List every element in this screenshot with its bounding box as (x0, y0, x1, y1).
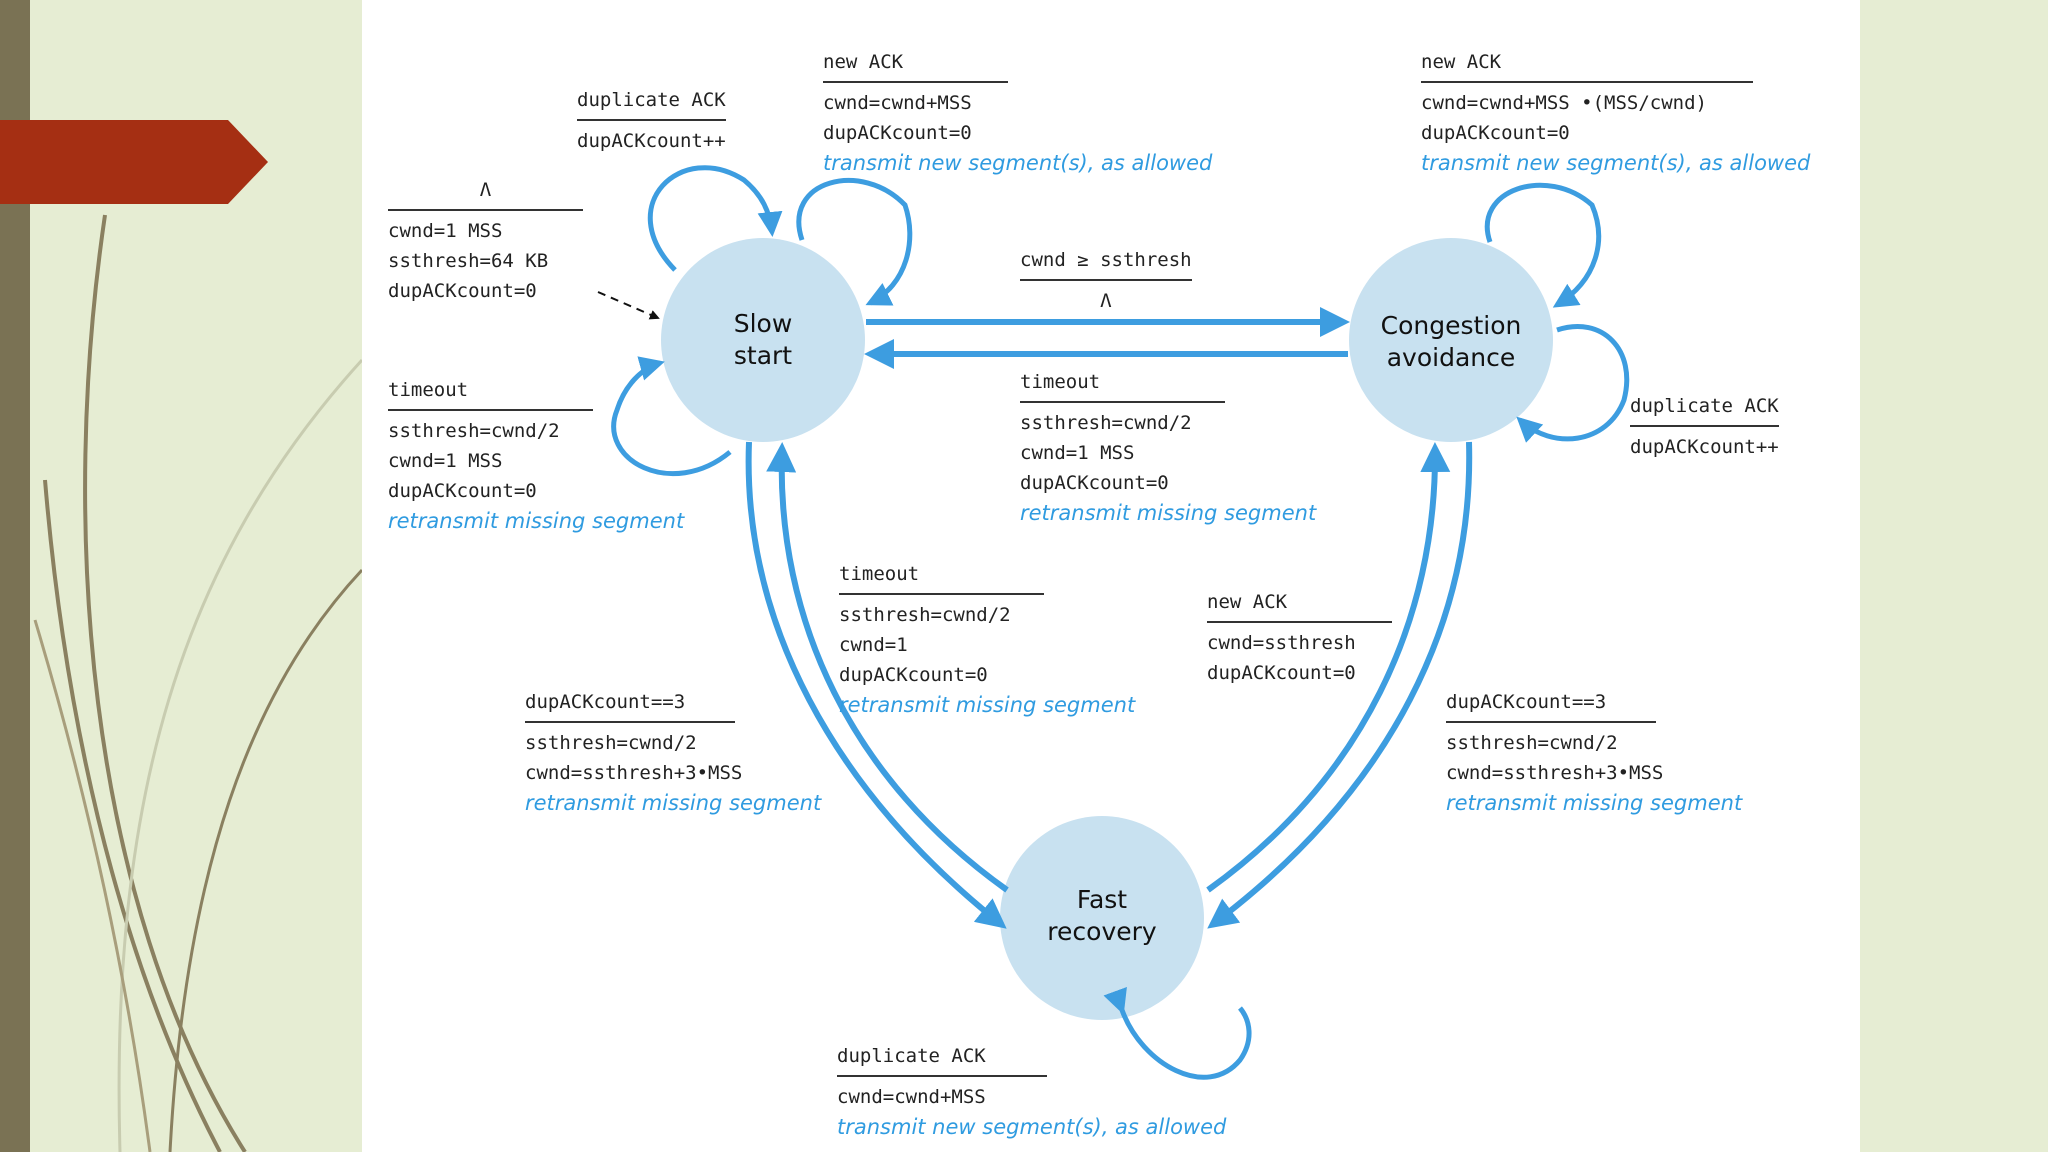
action-text: dupACKcount=0 (1207, 662, 1356, 684)
trigger-text: duplicate ACK (577, 88, 726, 121)
state-fast-recovery (1000, 816, 1204, 1020)
state-label-fast-recovery: Fast recovery (1002, 884, 1202, 948)
label-ca-to-ss: timeout ssthresh=cwnd/2 cwnd=1 MSS dupAC… (1020, 370, 1316, 528)
trigger-text: dupACKcount==3 (1446, 690, 1656, 723)
trigger-text: cwnd ≥ ssthresh (1020, 248, 1192, 281)
label-fr-to-ss: timeout ssthresh=cwnd/2 cwnd=1 dupACKcou… (839, 562, 1135, 720)
note-text: transmit new segment(s), as allowed (837, 1115, 1227, 1139)
state-label-line: start (733, 341, 793, 370)
action-text: cwnd=1 MSS (388, 220, 503, 242)
trigger-text: duplicate ACK (837, 1044, 1047, 1077)
trigger-text: timeout (388, 378, 593, 411)
arrow-fr-to-ca (1206, 442, 1451, 893)
label-fr-to-ca: new ACK cwnd=ssthresh dupACKcount=0 (1207, 590, 1392, 688)
state-label-line: Fast (1076, 885, 1128, 914)
action-text: cwnd=cwnd+MSS •(MSS/cwnd) (1421, 92, 1707, 114)
slide-arrow-tab (0, 120, 268, 204)
label-ss-to-fr: dupACKcount==3 ssthresh=cwnd/2 cwnd=ssth… (525, 690, 821, 818)
loop-ca-duplicate-ack (1516, 324, 1630, 443)
note-text: transmit new segment(s), as allowed (1421, 151, 1811, 175)
arrow-ss-to-fr (745, 441, 1007, 929)
trigger-text: timeout (1020, 370, 1225, 403)
note-text: retransmit missing segment (1446, 791, 1743, 815)
loop-ss-timeout (611, 356, 732, 477)
action-text: ssthresh=64 KB (388, 250, 549, 272)
action-text: cwnd=cwnd+MSS (823, 92, 972, 114)
decor-curve (83, 214, 247, 1152)
action-text: dupACKcount=0 (839, 664, 988, 686)
state-congestion-avoidance (1349, 238, 1553, 442)
decor-curve (168, 568, 364, 1152)
action-text: ssthresh=cwnd/2 (1020, 412, 1192, 434)
label-initial: Λ cwnd=1 MSS ssthresh=64 KB dupACKcount=… (388, 178, 583, 306)
note-text: retransmit missing segment (839, 693, 1136, 717)
decor-curve (43, 479, 222, 1152)
label-ss-timeout: timeout ssthresh=cwnd/2 cwnd=1 MSS dupAC… (388, 378, 684, 536)
label-ca-new-ack: new ACK cwnd=cwnd+MSS •(MSS/cwnd) dupACK… (1421, 50, 1810, 178)
state-label-line: recovery (1047, 917, 1157, 946)
action-text: cwnd=ssthresh (1207, 632, 1356, 654)
trigger-text: new ACK (1207, 590, 1392, 623)
state-label-line: Slow (733, 309, 793, 338)
state-label-line: Congestion (1380, 311, 1522, 340)
decor-curve (117, 358, 364, 1152)
loop-ca-new-ack (1485, 182, 1601, 308)
state-slow-start (661, 238, 865, 442)
label-ca-to-fr: dupACKcount==3 ssthresh=cwnd/2 cwnd=ssth… (1446, 690, 1742, 818)
action-text: cwnd=ssthresh+3•MSS (525, 762, 743, 784)
action-text: ssthresh=cwnd/2 (525, 732, 697, 754)
loop-ss-new-ack (796, 178, 913, 306)
arrow-ca-to-fr (1207, 441, 1473, 929)
label-ca-duplicate-ack: duplicate ACK dupACKcount++ (1630, 394, 1779, 462)
trigger-text: new ACK (1421, 50, 1753, 83)
action-text: cwnd=cwnd+MSS (837, 1086, 986, 1108)
action-text: dupACKcount=0 (1421, 122, 1570, 144)
decor-curve (33, 619, 152, 1152)
note-text: retransmit missing segment (1020, 501, 1317, 525)
state-label-slow-start: Slow start (663, 308, 863, 372)
arrow-fr-to-ss (766, 442, 1009, 893)
note-text: transmit new segment(s), as allowed (823, 151, 1213, 175)
trigger-text: Λ (388, 178, 583, 211)
trigger-text: dupACKcount==3 (525, 690, 735, 723)
action-text: cwnd=1 MSS (388, 450, 503, 472)
state-label-line: avoidance (1386, 343, 1516, 372)
action-text: dupACKcount=0 (388, 280, 537, 302)
action-text: cwnd=1 (839, 634, 908, 656)
label-ss-duplicate-ack: duplicate ACK dupACKcount++ (577, 88, 726, 156)
action-text: ssthresh=cwnd/2 (1446, 732, 1618, 754)
trigger-text: new ACK (823, 50, 1008, 83)
state-label-congestion-avoidance: Congestion avoidance (1351, 310, 1551, 374)
trigger-text: timeout (839, 562, 1044, 595)
action-text: Λ (1100, 290, 1112, 312)
action-text: dupACKcount=0 (388, 480, 537, 502)
trigger-text: duplicate ACK (1630, 394, 1779, 427)
fsm-diagram (597, 165, 1630, 1080)
loop-fr-duplicate-ack (1103, 986, 1252, 1080)
label-fr-duplicate-ack: duplicate ACK cwnd=cwnd+MSS transmit new… (837, 1044, 1226, 1142)
loop-ss-duplicate-ack (647, 165, 783, 272)
initial-arrow (597, 291, 660, 320)
action-text: ssthresh=cwnd/2 (839, 604, 1011, 626)
note-text: retransmit missing segment (388, 509, 685, 533)
tcp-congestion-fsm-figure: Slow start Congestion avoidance Fast rec… (362, 0, 1860, 1152)
action-text: ssthresh=cwnd/2 (388, 420, 560, 442)
action-text: cwnd=1 MSS (1020, 442, 1135, 464)
action-text: dupACKcount=0 (823, 122, 972, 144)
label-ss-new-ack: new ACK cwnd=cwnd+MSS dupACKcount=0 tran… (823, 50, 1212, 178)
action-text: dupACKcount++ (577, 130, 726, 152)
action-text: cwnd=ssthresh+3•MSS (1446, 762, 1664, 784)
note-text: retransmit missing segment (525, 791, 822, 815)
action-text: dupACKcount++ (1630, 436, 1779, 458)
action-text: dupACKcount=0 (1020, 472, 1169, 494)
label-ss-to-ca: cwnd ≥ ssthresh Λ (1020, 248, 1192, 316)
